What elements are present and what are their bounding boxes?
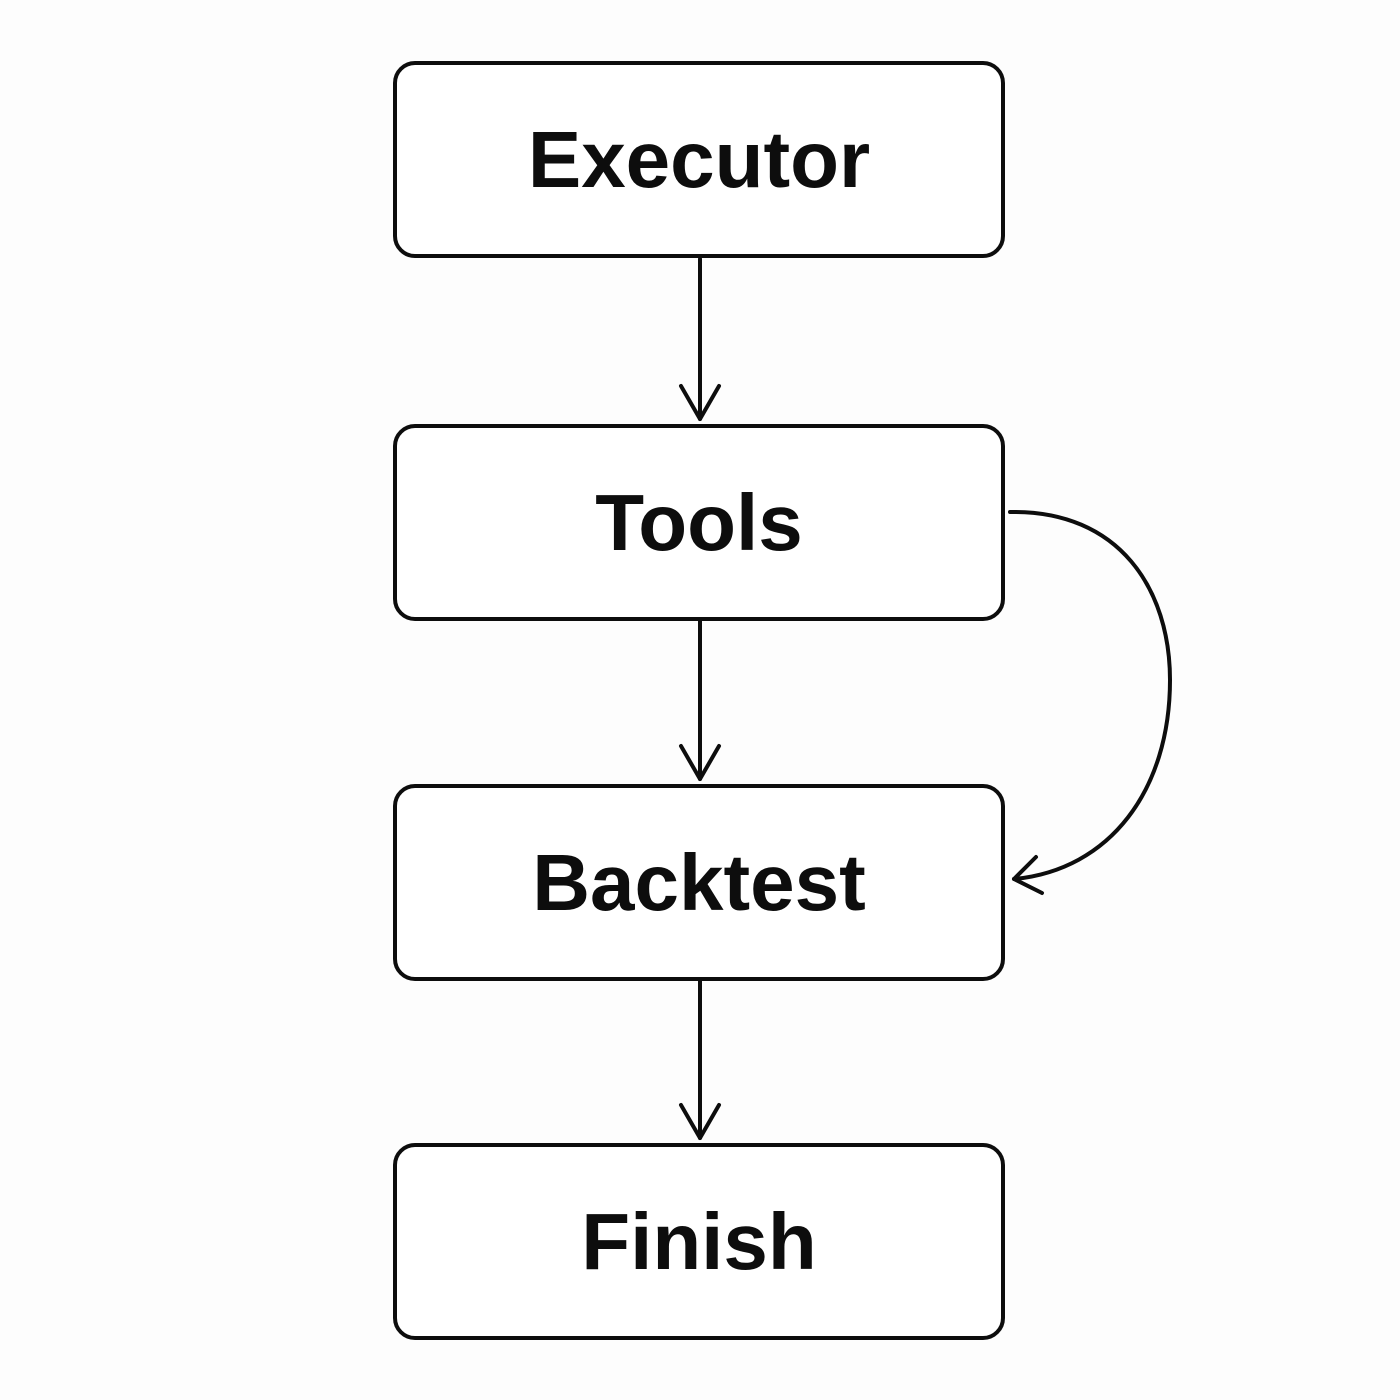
node-executor[interactable]: Executor <box>393 61 1005 258</box>
node-tools[interactable]: Tools <box>393 424 1005 621</box>
edge-backtest-to-finish <box>679 979 721 1140</box>
edge-tools-to-backtest <box>679 619 721 781</box>
node-finish-label: Finish <box>581 1196 817 1286</box>
edge-tools-to-backtest-curved <box>1008 509 1172 895</box>
node-finish[interactable]: Finish <box>393 1143 1005 1340</box>
node-backtest-label: Backtest <box>532 837 866 927</box>
node-tools-label: Tools <box>595 477 803 567</box>
node-executor-label: Executor <box>527 114 871 204</box>
node-backtest[interactable]: Backtest <box>393 784 1005 981</box>
edge-executor-to-tools <box>679 257 721 421</box>
